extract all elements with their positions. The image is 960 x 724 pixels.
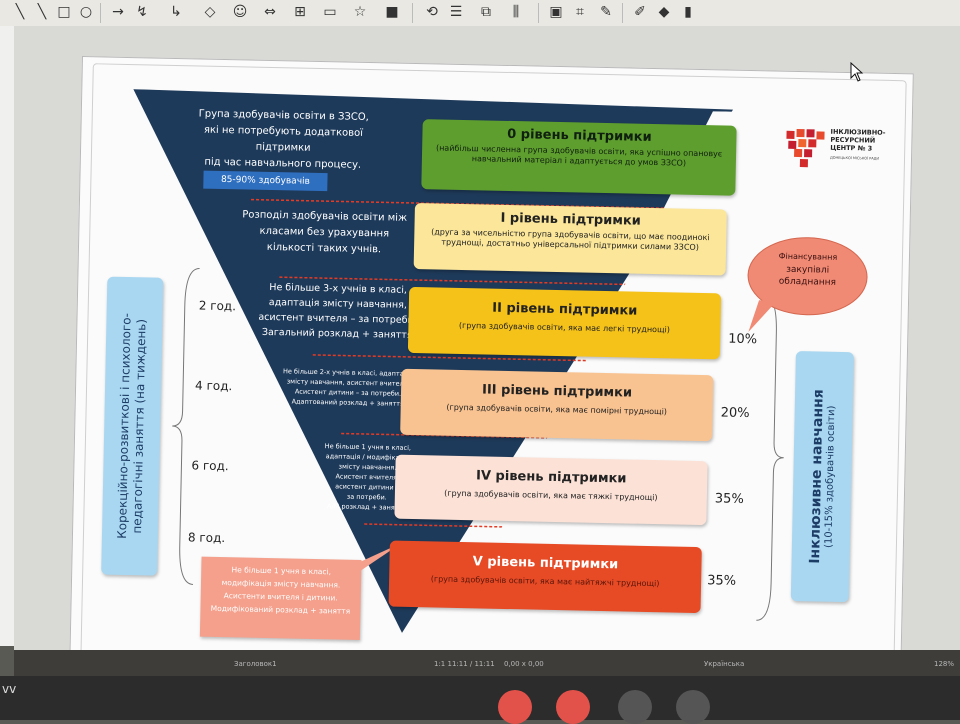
app-icon[interactable] — [676, 690, 710, 724]
left-bracket — [172, 268, 200, 585]
connector-icon[interactable]: ↳ — [170, 4, 182, 20]
flowchart-icon[interactable]: ⊞ — [294, 4, 306, 20]
correction-classes-box: Корекційно-розвиткові і психолого-педаго… — [101, 276, 164, 576]
shadow-icon[interactable]: ▣ — [549, 4, 563, 20]
double-arrow-icon[interactable]: ⇔ — [264, 4, 276, 20]
level-4-title: IV рівень підтримки — [475, 468, 627, 487]
level-3-title: ІІІ рівень підтримки — [481, 382, 633, 401]
level-0-desc: (найбільш численна група здобувачів осві… — [435, 143, 723, 168]
taskbar-label: vv — [2, 682, 17, 696]
ellipse-icon[interactable]: ○ — [79, 4, 93, 20]
arrow-icon[interactable]: → — [112, 4, 124, 20]
level-3-desc: (група здобувачів освіти, яка має помірн… — [446, 402, 668, 417]
hours-level-2: 2 год. — [198, 298, 237, 314]
level5-note-box: Не більше 1 учня в класі, модифікація зм… — [199, 556, 362, 640]
crop-icon[interactable]: ⌗ — [576, 4, 584, 20]
share-badge: 85-90% здобувачів — [203, 170, 328, 192]
level-1-desc: (друга за чисельністю група здобувачів о… — [431, 227, 710, 252]
rectangle-icon[interactable]: □ — [57, 4, 71, 20]
divider-line — [312, 354, 648, 363]
level0-group-text: Група здобувачів освіти в ЗЗСО, які не п… — [178, 106, 389, 174]
toolbar-separator — [100, 3, 101, 23]
inclusive-education-box: Інклюзивне навчання (10-15% здобувачів о… — [790, 351, 854, 603]
pick-icon[interactable]: ✐ — [634, 4, 646, 20]
divider-line — [279, 276, 690, 287]
level-5-title: V рівень підтримки — [472, 554, 619, 573]
inclusive-education-subtitle: (10-15% здобувачів освіти) — [823, 405, 838, 549]
share-badge-label: 85-90% здобувачів — [220, 174, 310, 187]
bubble-line: закупівлі — [786, 264, 830, 276]
status-bar: Заголовок1 1:1 11:11 / 11:11 0,00 x 0,00… — [14, 650, 960, 676]
drawing-toolbar: ╲ ╲ □ ○ → ↯ ↳ ◇ ☺ ⇔ ⊞ ▭ ☆ ■ ⟲ ☰ ⧉ ⫼ ▣ ⌗ … — [0, 0, 960, 27]
toolbar-separator — [622, 3, 623, 23]
mouse-cursor-icon — [850, 62, 864, 82]
level2-group-text: Не більше 3-х учнів в класі, адаптація з… — [252, 280, 423, 344]
level-2-title: ІІ рівень підтримки — [492, 300, 638, 319]
align-icon[interactable]: ☰ — [449, 4, 463, 20]
status-language: Українська — [704, 660, 745, 668]
toolbar-separator — [412, 3, 413, 23]
note-pointer — [343, 542, 402, 576]
status-position: 1:1 11:11 / 11:11 — [434, 660, 495, 668]
level1-group-text: Розподіл здобувачів освіти між класами б… — [224, 207, 425, 259]
resource-center-logo: ІНКЛЮЗИВНО- РЕСУРСНИЙ ЦЕНТР № 3 ДОНЕЦЬКО… — [782, 121, 901, 179]
bubble-line: Фінансування — [778, 251, 838, 262]
logo-tagline: ДОНЕЦЬКОЇ МІСЬКОЇ РАДИ — [829, 155, 880, 161]
slide-frame: Група здобувачів освіти в ЗЗСО, які не п… — [80, 63, 907, 679]
percent-level-5: 35% — [706, 573, 737, 589]
status-coords: 0,00 x 0,00 — [504, 660, 544, 668]
app-icon[interactable] — [498, 690, 532, 724]
bubble-tail — [748, 300, 778, 333]
app-icon[interactable] — [618, 690, 652, 724]
zoom-level[interactable]: 128% — [934, 660, 955, 668]
inclusive-education-label: Інклюзивне навчання (10-15% здобувачів о… — [807, 389, 838, 564]
percent-level-4: 35% — [714, 491, 744, 507]
level-2-bar[interactable]: ІІ рівень підтримки (група здобувачів ос… — [407, 286, 722, 360]
fill-icon[interactable]: ◆ — [658, 4, 670, 20]
level-4-desc: (група здобувачів освіти, яка має тяжкі … — [444, 488, 658, 503]
level-1-bar[interactable]: І рівень підтримки (друга за чисельністю… — [413, 203, 727, 276]
text-line: Модифікований розклад + заняття — [210, 603, 351, 616]
level-5-bar[interactable]: V рівень підтримки (група здобувачів осв… — [388, 540, 702, 614]
smiley-icon[interactable]: ☺ — [232, 4, 248, 20]
filter-icon[interactable]: ✎ — [600, 4, 612, 20]
slide-panel — [0, 26, 15, 646]
level-3-bar[interactable]: ІІІ рівень підтримки (група здобувачів о… — [400, 368, 714, 442]
line-icon[interactable]: ╲ — [15, 4, 25, 20]
level-5-desc: (група здобувачів освіти, яка має найтяж… — [430, 574, 660, 589]
distribute-icon[interactable]: ⫼ — [512, 4, 520, 20]
callout-icon[interactable]: ▭ — [323, 4, 337, 20]
level-2-desc: (група здобувачів освіти, яка має легкі … — [458, 320, 670, 335]
slide[interactable]: Група здобувачів освіти в ЗЗСО, які не п… — [69, 56, 914, 688]
rotate-icon[interactable]: ⟲ — [426, 4, 438, 20]
arrange-icon[interactable]: ⧉ — [481, 4, 491, 20]
diamond-icon[interactable]: ◇ — [204, 4, 216, 20]
level-4-bar[interactable]: IV рівень підтримки (група здобувачів ос… — [394, 454, 708, 526]
right-bracket — [756, 293, 784, 621]
eraser-icon[interactable]: ▮ — [684, 4, 692, 20]
logo-text-line: ЦЕНТР № 3 — [830, 143, 873, 153]
3d-object-icon[interactable]: ■ — [385, 4, 399, 20]
correction-classes-label: Корекційно-розвиткові і психолого-педаго… — [114, 312, 149, 539]
heart-logo-icon — [786, 128, 825, 168]
curve-icon[interactable]: ↯ — [136, 4, 148, 20]
level-0-bar[interactable]: 0 рівень підтримки (найбільш численна гр… — [421, 119, 737, 196]
bubble-line: обладнання — [778, 276, 837, 288]
app-icon[interactable] — [556, 690, 590, 724]
editing-canvas: Група здобувачів освіти в ЗЗСО, які не п… — [14, 26, 960, 688]
taskbar: vv — [0, 676, 960, 724]
line-icon[interactable]: ╲ — [37, 4, 47, 20]
percent-level-3: 20% — [720, 405, 750, 422]
text-line: які не потребують додаткової підтримки — [203, 124, 364, 154]
status-slide-label: Заголовок1 — [234, 660, 277, 668]
toolbar-separator — [538, 3, 539, 23]
star-icon[interactable]: ☆ — [353, 4, 367, 20]
